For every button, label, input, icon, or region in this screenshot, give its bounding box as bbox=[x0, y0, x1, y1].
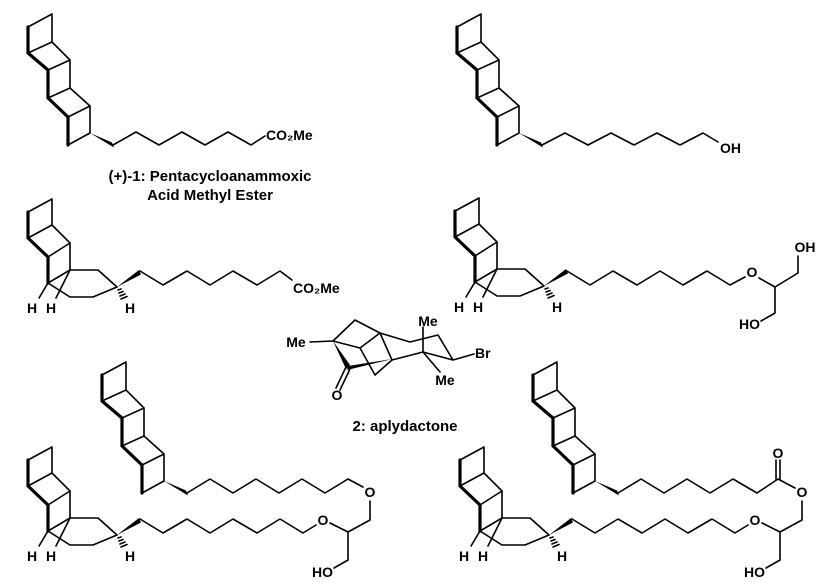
hydroxyl-label: HO bbox=[312, 564, 333, 580]
hydrogen-label: H bbox=[552, 299, 562, 315]
bromine-label: Br bbox=[475, 345, 491, 361]
carbonyl-oxygen-label: O bbox=[773, 445, 784, 461]
alkyl-chain bbox=[186, 478, 364, 494]
ladderane-cyclohexane-core bbox=[458, 445, 575, 549]
hydrogen-label: H bbox=[473, 299, 483, 315]
methyl-label: Me bbox=[435, 372, 455, 388]
ladderane-cyclohexane-methyl-ester: H H H CO₂Me bbox=[26, 197, 340, 316]
methyl-label: Me bbox=[418, 313, 438, 329]
ester-oxygen-label: O bbox=[797, 484, 808, 500]
hydrogen-label: H bbox=[46, 300, 56, 316]
compound-1-caption: (+)-1: Pentacycloanammoxic bbox=[109, 168, 312, 185]
glycerol-bonds bbox=[765, 531, 781, 569]
hydrogen-label: H bbox=[27, 548, 37, 564]
hydrogen-label: H bbox=[125, 548, 135, 564]
hydrogen-label: H bbox=[478, 548, 488, 564]
ladderane-alcohol: OH bbox=[455, 12, 741, 156]
ether-oxygen-label: O bbox=[318, 512, 329, 528]
hydrogen-label: H bbox=[459, 548, 469, 564]
ladderane-core bbox=[26, 12, 116, 150]
ester-group-label: CO₂Me bbox=[293, 280, 340, 296]
hydroxyl-label: HO bbox=[739, 316, 760, 332]
hydrogen-label: H bbox=[46, 548, 56, 564]
alkyl-chain bbox=[112, 131, 266, 146]
ether-oxygen-label: O bbox=[747, 264, 758, 280]
hydroxyl-label: HO bbox=[744, 564, 765, 580]
glycerol-bonds bbox=[761, 500, 803, 533]
hydrogen-label: H bbox=[125, 300, 135, 316]
ester-ether-glycerol-lipid: O O H H H O HO bbox=[458, 360, 808, 580]
alkyl-chain bbox=[571, 518, 749, 534]
compound-1-pentacycloanammoxic-acid-methyl-ester: CO₂Me (+)-1: Pentacycloanammoxic Acid Me… bbox=[26, 12, 313, 204]
glycerol-bonds bbox=[758, 255, 799, 288]
ladderane-core bbox=[100, 360, 190, 498]
alkyl-chain bbox=[139, 270, 293, 286]
glycerol-bonds bbox=[333, 531, 349, 569]
hydrogen-label: H bbox=[454, 299, 464, 315]
ether-oxygen-label: O bbox=[365, 484, 376, 500]
ester-group-label: CO₂Me bbox=[266, 127, 313, 143]
diether-glycerol-lipid: O H H H O HO bbox=[26, 360, 376, 580]
ether-oxygen-label: O bbox=[750, 512, 761, 528]
methyl-label: Me bbox=[286, 334, 306, 350]
ladderane-glycerol-ether: H H H O OH HO bbox=[453, 196, 816, 332]
alkyl-chain bbox=[566, 270, 746, 286]
glycerol-bonds bbox=[760, 286, 776, 322]
hydrogen-label: H bbox=[27, 300, 37, 316]
hydrogen-label: H bbox=[557, 548, 567, 564]
ladderane-cyclohexane-core bbox=[453, 196, 570, 300]
carbonyl-double-bond bbox=[775, 459, 781, 480]
ladderane-cyclohexane-core bbox=[26, 445, 143, 549]
ketone-oxygen-label: O bbox=[332, 387, 343, 403]
alkyl-chain bbox=[617, 478, 796, 494]
glycerol-bonds bbox=[329, 500, 371, 533]
ladderane-cyclohexane-core bbox=[26, 197, 143, 301]
ladderane-core bbox=[531, 360, 621, 498]
hydroxyl-label: OH bbox=[795, 239, 816, 255]
aplydactone-structure: Me Me Me Br O 2: aplydactone bbox=[286, 313, 491, 435]
hydroxyl-label: OH bbox=[720, 140, 741, 156]
alkyl-chain bbox=[139, 518, 317, 534]
aplydactone-caption: 2: aplydactone bbox=[352, 418, 457, 435]
ladderane-core bbox=[455, 12, 545, 150]
alkyl-chain bbox=[541, 132, 719, 146]
compound-1-caption-line2: Acid Methyl Ester bbox=[147, 187, 273, 204]
